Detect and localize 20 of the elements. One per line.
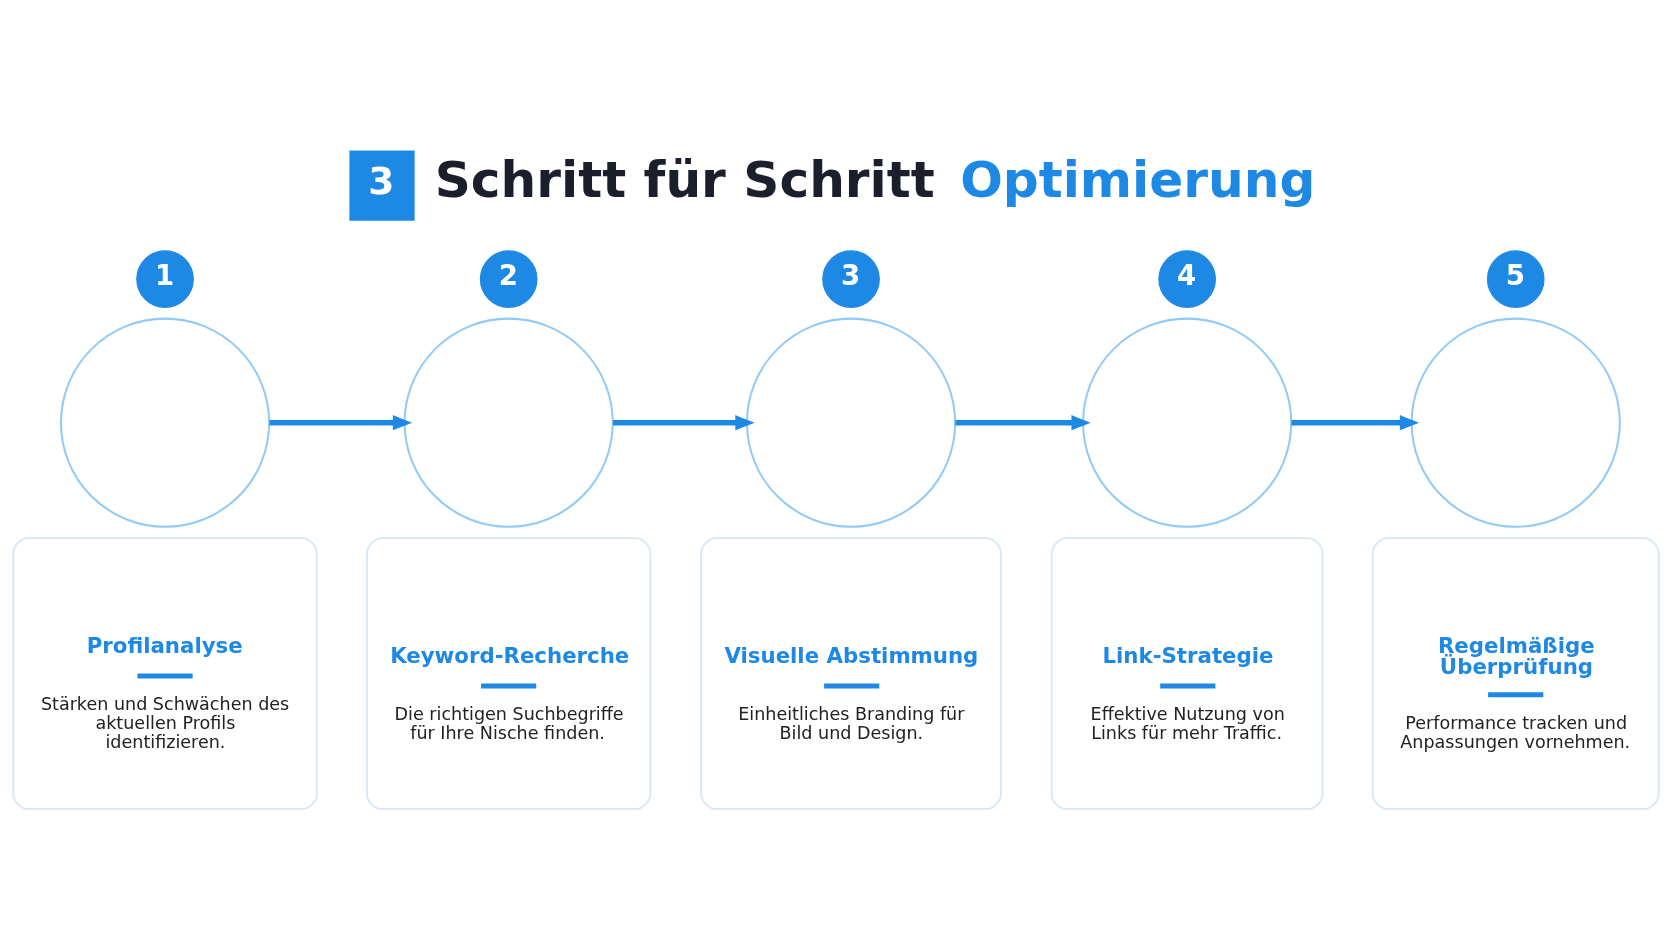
node-circle <box>59 317 271 528</box>
arrow <box>269 414 413 430</box>
node-circle: 4 <box>1158 249 1216 308</box>
node-circle <box>403 317 614 528</box>
node-circle: 2 <box>479 249 538 308</box>
arrow <box>613 414 755 430</box>
node-circle: 1 <box>136 249 194 308</box>
node-circle: 3 <box>822 249 880 308</box>
arrow <box>955 414 1091 430</box>
node-box: Regelmäßige Überprüfung Performance tracken und Anpassungen vornehmen. <box>1371 536 1660 810</box>
node-box: Keyword-Recherche Die richtigen Suchbegriffe für Ihre Nische finden. <box>366 536 652 810</box>
node-box: Link-Strategie Effektive Nutzung von Links für mehr Traffic. <box>1050 536 1324 810</box>
node-circle <box>745 317 957 528</box>
node-box: Profilanalyse Stärken und Schwächen des aktuellen Profils identifizieren. <box>12 536 318 810</box>
node-circle: 5 <box>1486 249 1545 308</box>
node-circle <box>1082 317 1293 528</box>
arrow <box>1291 414 1420 430</box>
diagram-title: 3 Schritt für Schritt Optimierung <box>368 149 1316 209</box>
node-circle <box>1410 317 1621 528</box>
node-box: Visuelle Abstimmung Einheitliches Branding für Bild und Design. <box>700 536 1002 810</box>
